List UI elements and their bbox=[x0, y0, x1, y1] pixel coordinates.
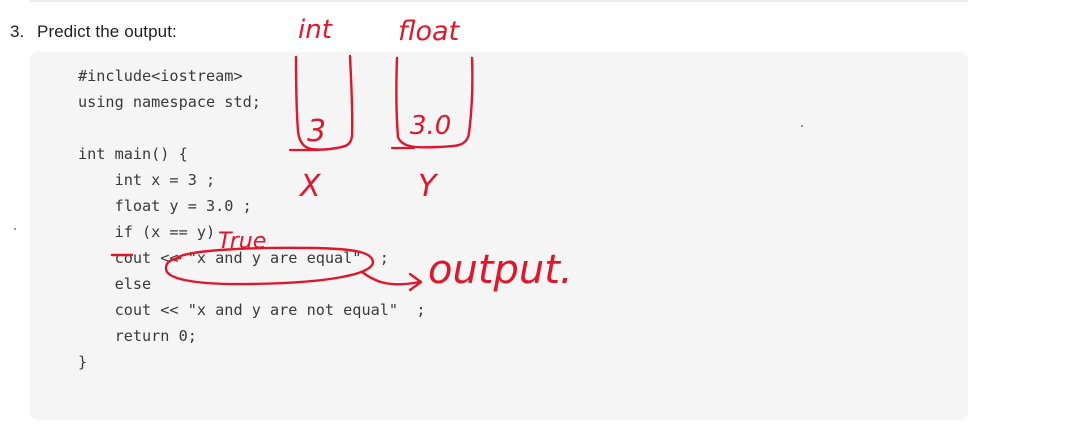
code-line: using namespace std; bbox=[78, 93, 261, 111]
code-line: int x = 3 ; bbox=[78, 171, 216, 189]
int-label: int bbox=[298, 15, 333, 45]
top-divider bbox=[30, 0, 968, 2]
code-line: cout << "x and y are not equal" ; bbox=[78, 301, 426, 319]
code-line: int main() { bbox=[78, 145, 188, 163]
code-block: #include<iostream> using namespace std; … bbox=[30, 52, 968, 420]
code-line: cout << "x and y are equal" ; bbox=[78, 249, 389, 267]
question-heading: 3. Predict the output: bbox=[10, 22, 177, 42]
code-line: else bbox=[78, 275, 152, 293]
stray-dot bbox=[801, 125, 803, 127]
float-label: float bbox=[398, 16, 461, 47]
code-line: #include<iostream> bbox=[78, 67, 243, 85]
stray-dot bbox=[14, 228, 16, 230]
code-line: float y = 3.0 ; bbox=[78, 197, 252, 215]
question-number: 3. bbox=[10, 22, 25, 41]
code-line: return 0; bbox=[78, 327, 197, 345]
code-line: if (x == y) bbox=[78, 223, 216, 241]
question-text: Predict the output: bbox=[37, 22, 177, 41]
code-line: } bbox=[78, 353, 88, 371]
